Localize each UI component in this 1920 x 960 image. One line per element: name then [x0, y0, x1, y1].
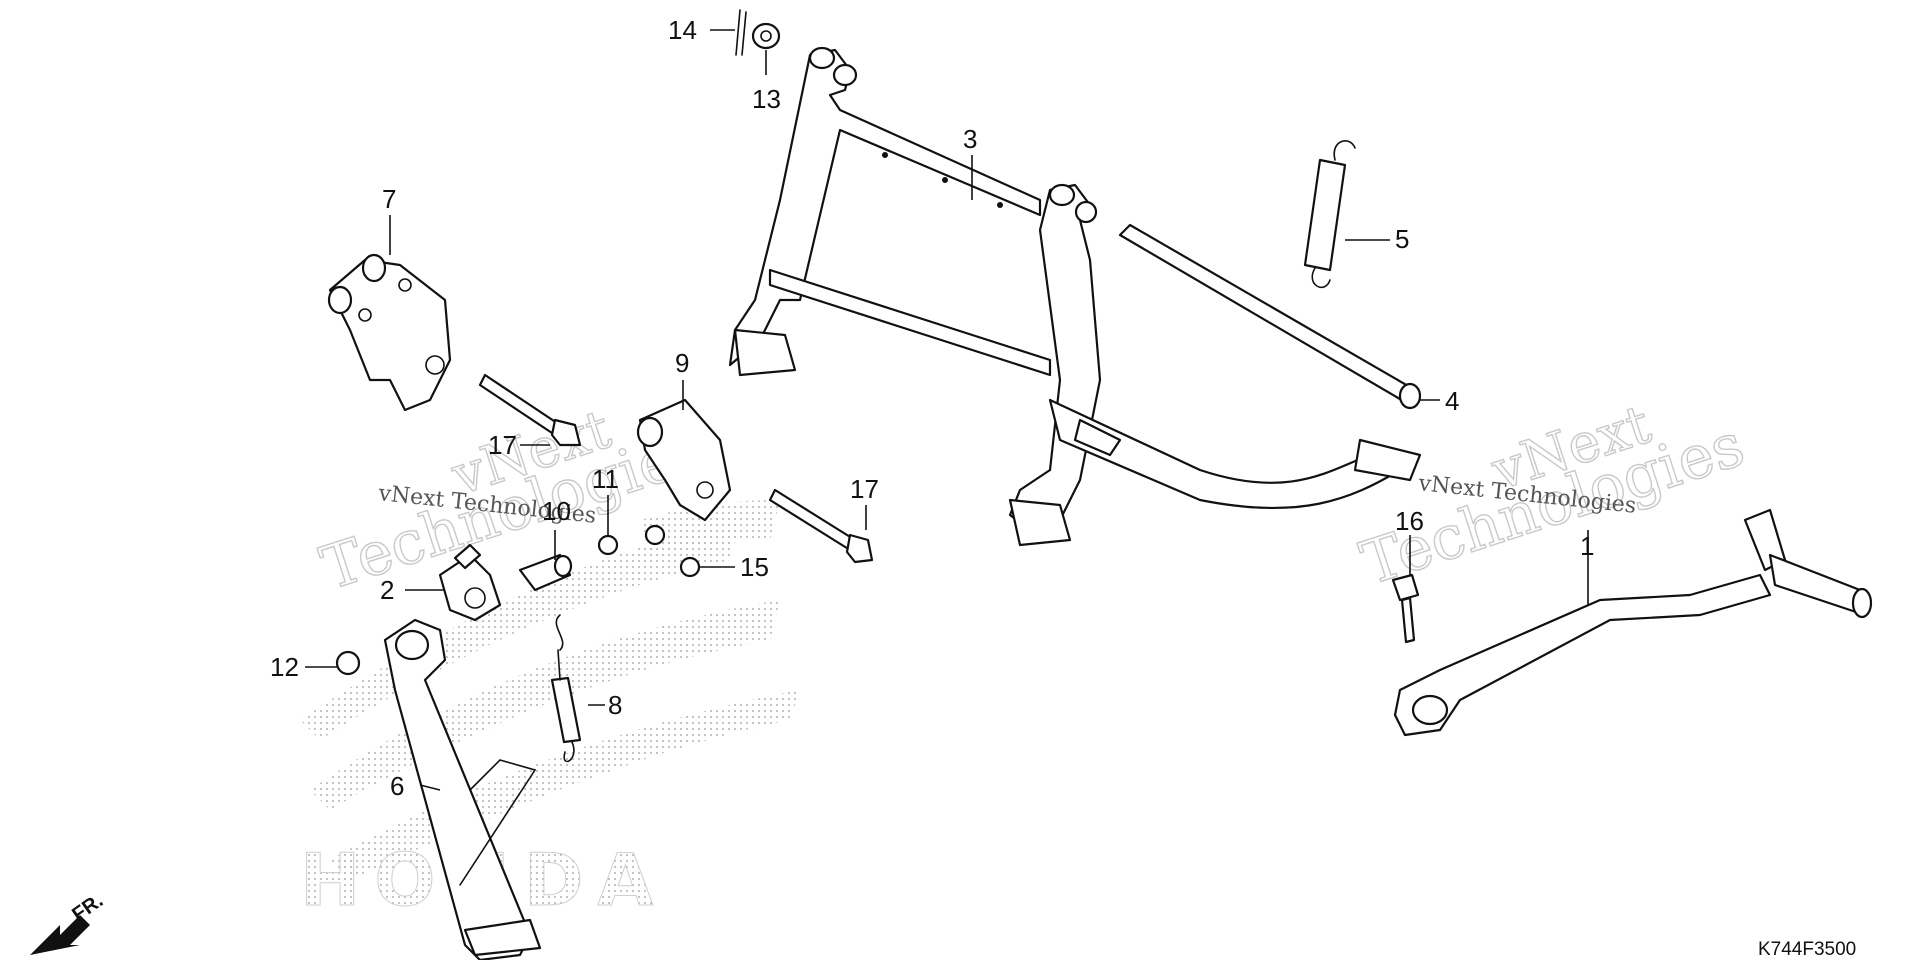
nut-15-part	[679, 556, 701, 578]
callout-17b: 17	[850, 474, 879, 504]
callout-6: 6	[390, 771, 404, 801]
side-stand-part	[383, 618, 542, 960]
side-stand-bracket-part	[327, 253, 452, 412]
main-stand-part	[728, 46, 1422, 547]
diagram-code: K744F3500	[1758, 939, 1856, 960]
leader-lines	[305, 29, 1589, 791]
side-stand-spring-part	[550, 614, 582, 763]
collar-10-part	[518, 553, 573, 592]
side-stand-arm-part	[636, 398, 732, 522]
nut-11-part	[597, 524, 666, 556]
callout-9: 9	[675, 348, 689, 378]
front-direction-arrow: FR.	[30, 890, 107, 955]
callout-14: 14	[668, 15, 697, 45]
callout-12: 12	[270, 652, 299, 682]
bolt-17b-part	[768, 488, 874, 564]
callout-11: 11	[592, 464, 619, 494]
callout-5: 5	[1395, 224, 1409, 254]
callout-4: 4	[1445, 386, 1459, 416]
front-label: FR.	[68, 890, 107, 927]
callout-1: 1	[1580, 531, 1594, 561]
callout-16: 16	[1395, 506, 1424, 536]
nut-12-part	[335, 650, 361, 676]
callout-2: 2	[380, 575, 394, 605]
callout-7: 7	[382, 184, 396, 214]
pivot-shaft-part	[1118, 223, 1422, 410]
callout-10: 10	[542, 496, 571, 526]
switch-part	[438, 543, 502, 622]
kick-starter-arm-part	[1393, 508, 1873, 737]
cotter-pin-part	[735, 9, 747, 56]
bolt-16-part	[1391, 573, 1420, 644]
callout-3: 3	[963, 124, 977, 154]
callout-17a: 17	[488, 430, 517, 460]
callout-8: 8	[608, 690, 622, 720]
callout-labels: 1 2 3 4 5 6 7 8 9 10 11 12 13 14 15 16 1…	[270, 15, 1594, 801]
watermark-right: vNext Technologies vNext Technologies	[1352, 392, 1753, 600]
return-spring-part	[1303, 140, 1356, 289]
callout-15: 15	[740, 552, 769, 582]
callout-13: 13	[752, 84, 781, 114]
bolt-17a-part	[478, 373, 582, 447]
washer-part	[751, 22, 781, 50]
